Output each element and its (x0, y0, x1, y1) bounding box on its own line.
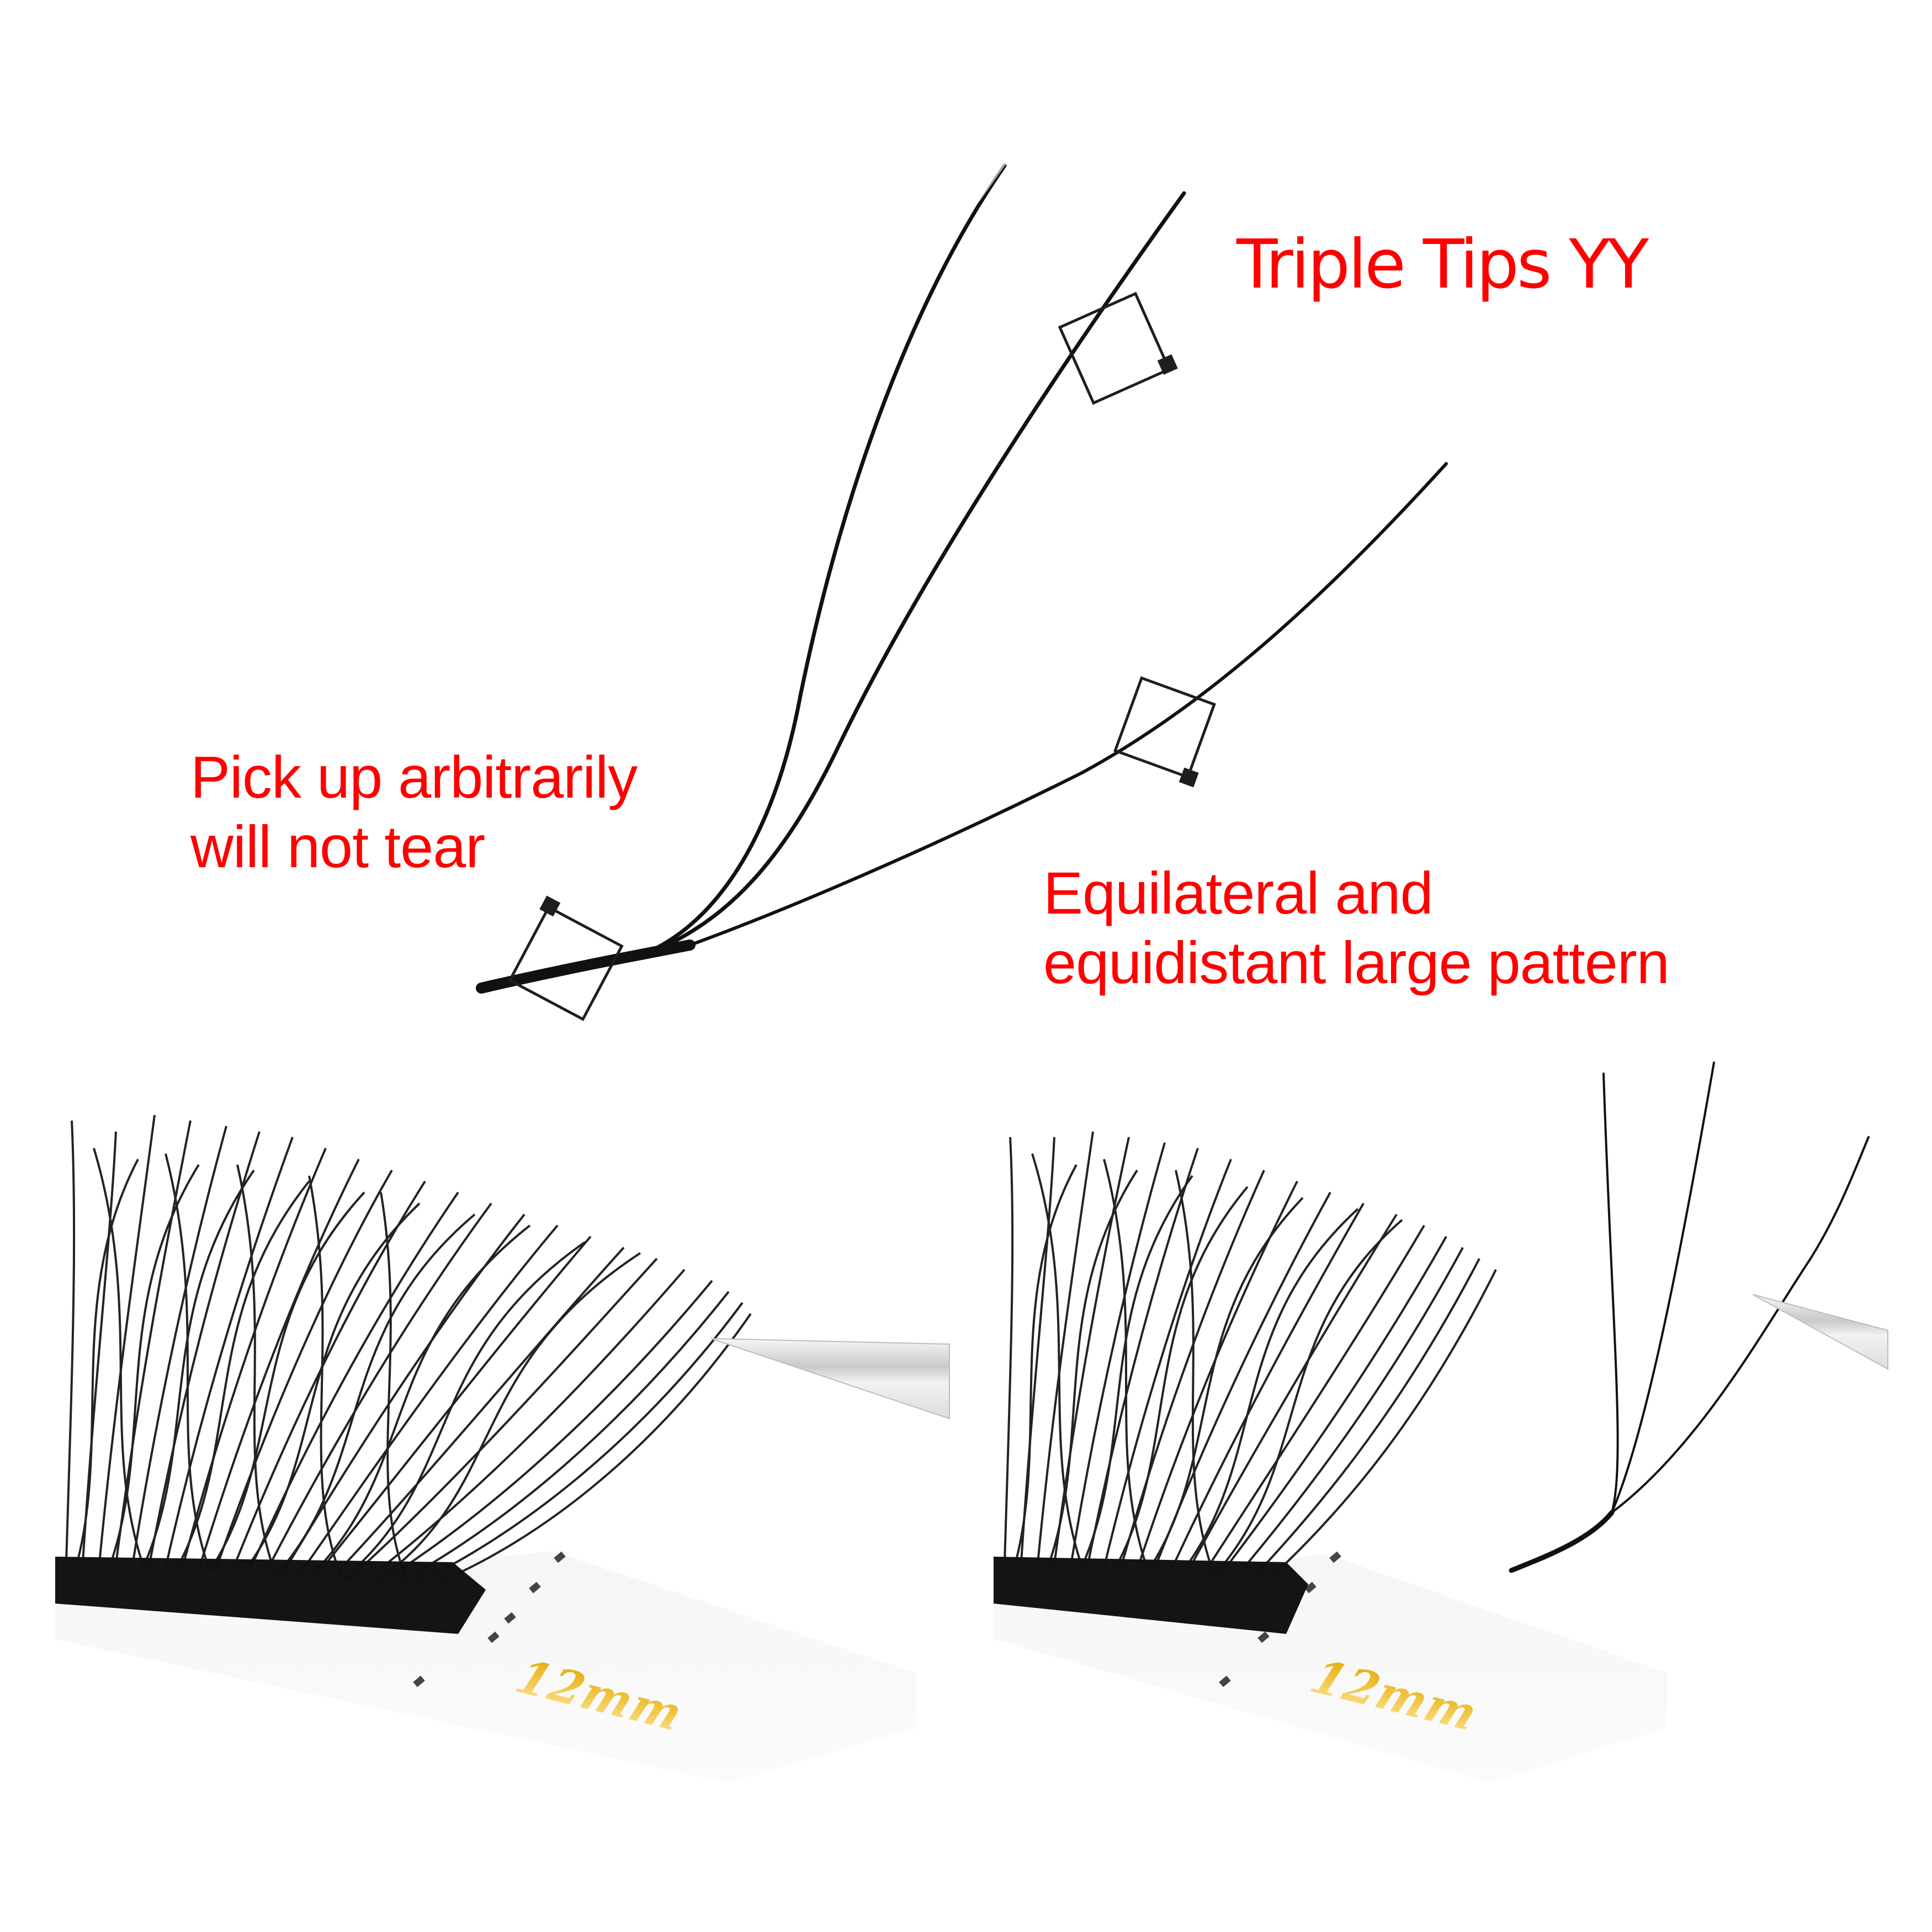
lash-strand-middle (660, 191, 1186, 949)
lash-strand-left (649, 163, 1007, 953)
tweezer-left (710, 1338, 950, 1420)
callout-pickup-line1: Pick up arbitrarily (190, 744, 638, 810)
callout-pattern-text: Equilateral and equidistant large patter… (1043, 858, 1670, 997)
callout-pattern-line1: Equilateral and (1043, 859, 1434, 926)
lash-tray-left (55, 1114, 950, 1783)
tweezer-right (1752, 1294, 1888, 1370)
lash-strand-right (688, 462, 1448, 947)
callout-square-tip (1058, 291, 1178, 405)
title-triple-tips: Triple Tips YY (1236, 225, 1649, 304)
callout-pattern-line2: equidistant large pattern (1043, 929, 1670, 996)
loose-triple-lash (1509, 1061, 1870, 1573)
lash-tray-right (994, 1061, 1888, 1783)
callout-square-base (508, 895, 624, 1021)
callout-pickup-line2: will not tear (190, 813, 485, 880)
callout-square-strand (1113, 676, 1216, 788)
callout-pickup-text: Pick up arbitrarily will not tear (190, 742, 638, 882)
